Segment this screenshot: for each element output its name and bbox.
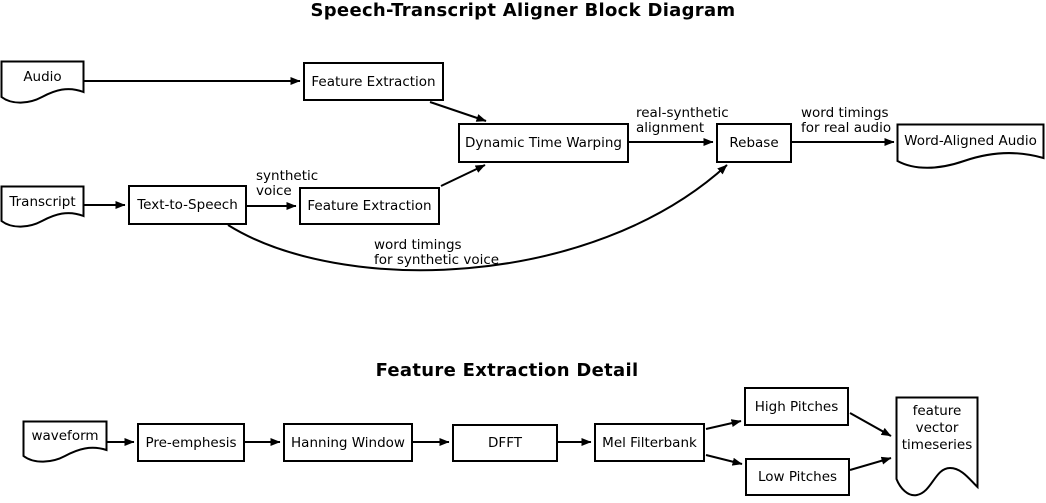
word-aligned-audio-document-shape	[896, 123, 1045, 169]
feature-vector-timeseries-document-label: feature vector timeseries	[901, 403, 973, 453]
high-pitches-box: High Pitches	[744, 387, 849, 426]
dfft-box: DFFT	[452, 424, 558, 462]
arrow-mel-filterbank-to-high-pitches	[705, 419, 742, 430]
arrow-high-pitches-to-feature-vector	[849, 412, 892, 437]
hanning-window-box: Hanning Window	[283, 423, 413, 462]
word-aligned-audio-document-label: Word-Aligned Audio	[904, 133, 1037, 149]
arrow-text-to-speech-to-rebase-curve	[227, 164, 728, 272]
waveform-document-shape	[22, 420, 108, 463]
feature-extraction-synthetic-box: Feature Extraction	[299, 187, 440, 225]
text-to-speech-box: Text-to-Speech	[128, 185, 247, 225]
feature-detail-diagram-title: Feature Extraction Detail	[375, 360, 639, 381]
synthetic-voice-edge-label: synthetic voice	[256, 168, 319, 199]
feature-extraction-audio-box: Feature Extraction	[303, 62, 444, 101]
transcript-document-shape	[0, 185, 85, 228]
transcript-document-label: Transcript	[9, 194, 76, 210]
arrow-mel-filterbank-to-low-pitches	[705, 454, 743, 466]
dynamic-time-warping-box: Dynamic Time Warping	[458, 123, 629, 163]
pre-emphesis-box: Pre-emphesis	[137, 423, 245, 462]
word-timings-real-audio-edge-label: word timings for real audio	[801, 105, 892, 136]
waveform-document-label: waveform	[31, 428, 99, 444]
rebase-box: Rebase	[716, 123, 792, 163]
feature-vector-timeseries-document-shape	[895, 396, 979, 497]
mel-filterbank-box: Mel Filterbank	[594, 423, 705, 462]
audio-document-label: Audio	[23, 69, 62, 85]
arrow-low-pitches-to-feature-vector	[849, 456, 892, 471]
audio-document-shape	[0, 60, 85, 104]
aligner-diagram-title: Speech-Transcript Aligner Block Diagram	[310, 0, 736, 21]
arrow-feature-extraction-synthetic-to-dtw	[440, 164, 486, 187]
low-pitches-box: Low Pitches	[745, 458, 850, 496]
word-timings-synthetic-voice-edge-label: word timings for synthetic voice	[374, 237, 500, 268]
real-synthetic-alignment-edge-label: real-synthetic alignment	[636, 105, 729, 136]
arrow-feature-extraction-audio-to-dtw	[429, 101, 487, 122]
